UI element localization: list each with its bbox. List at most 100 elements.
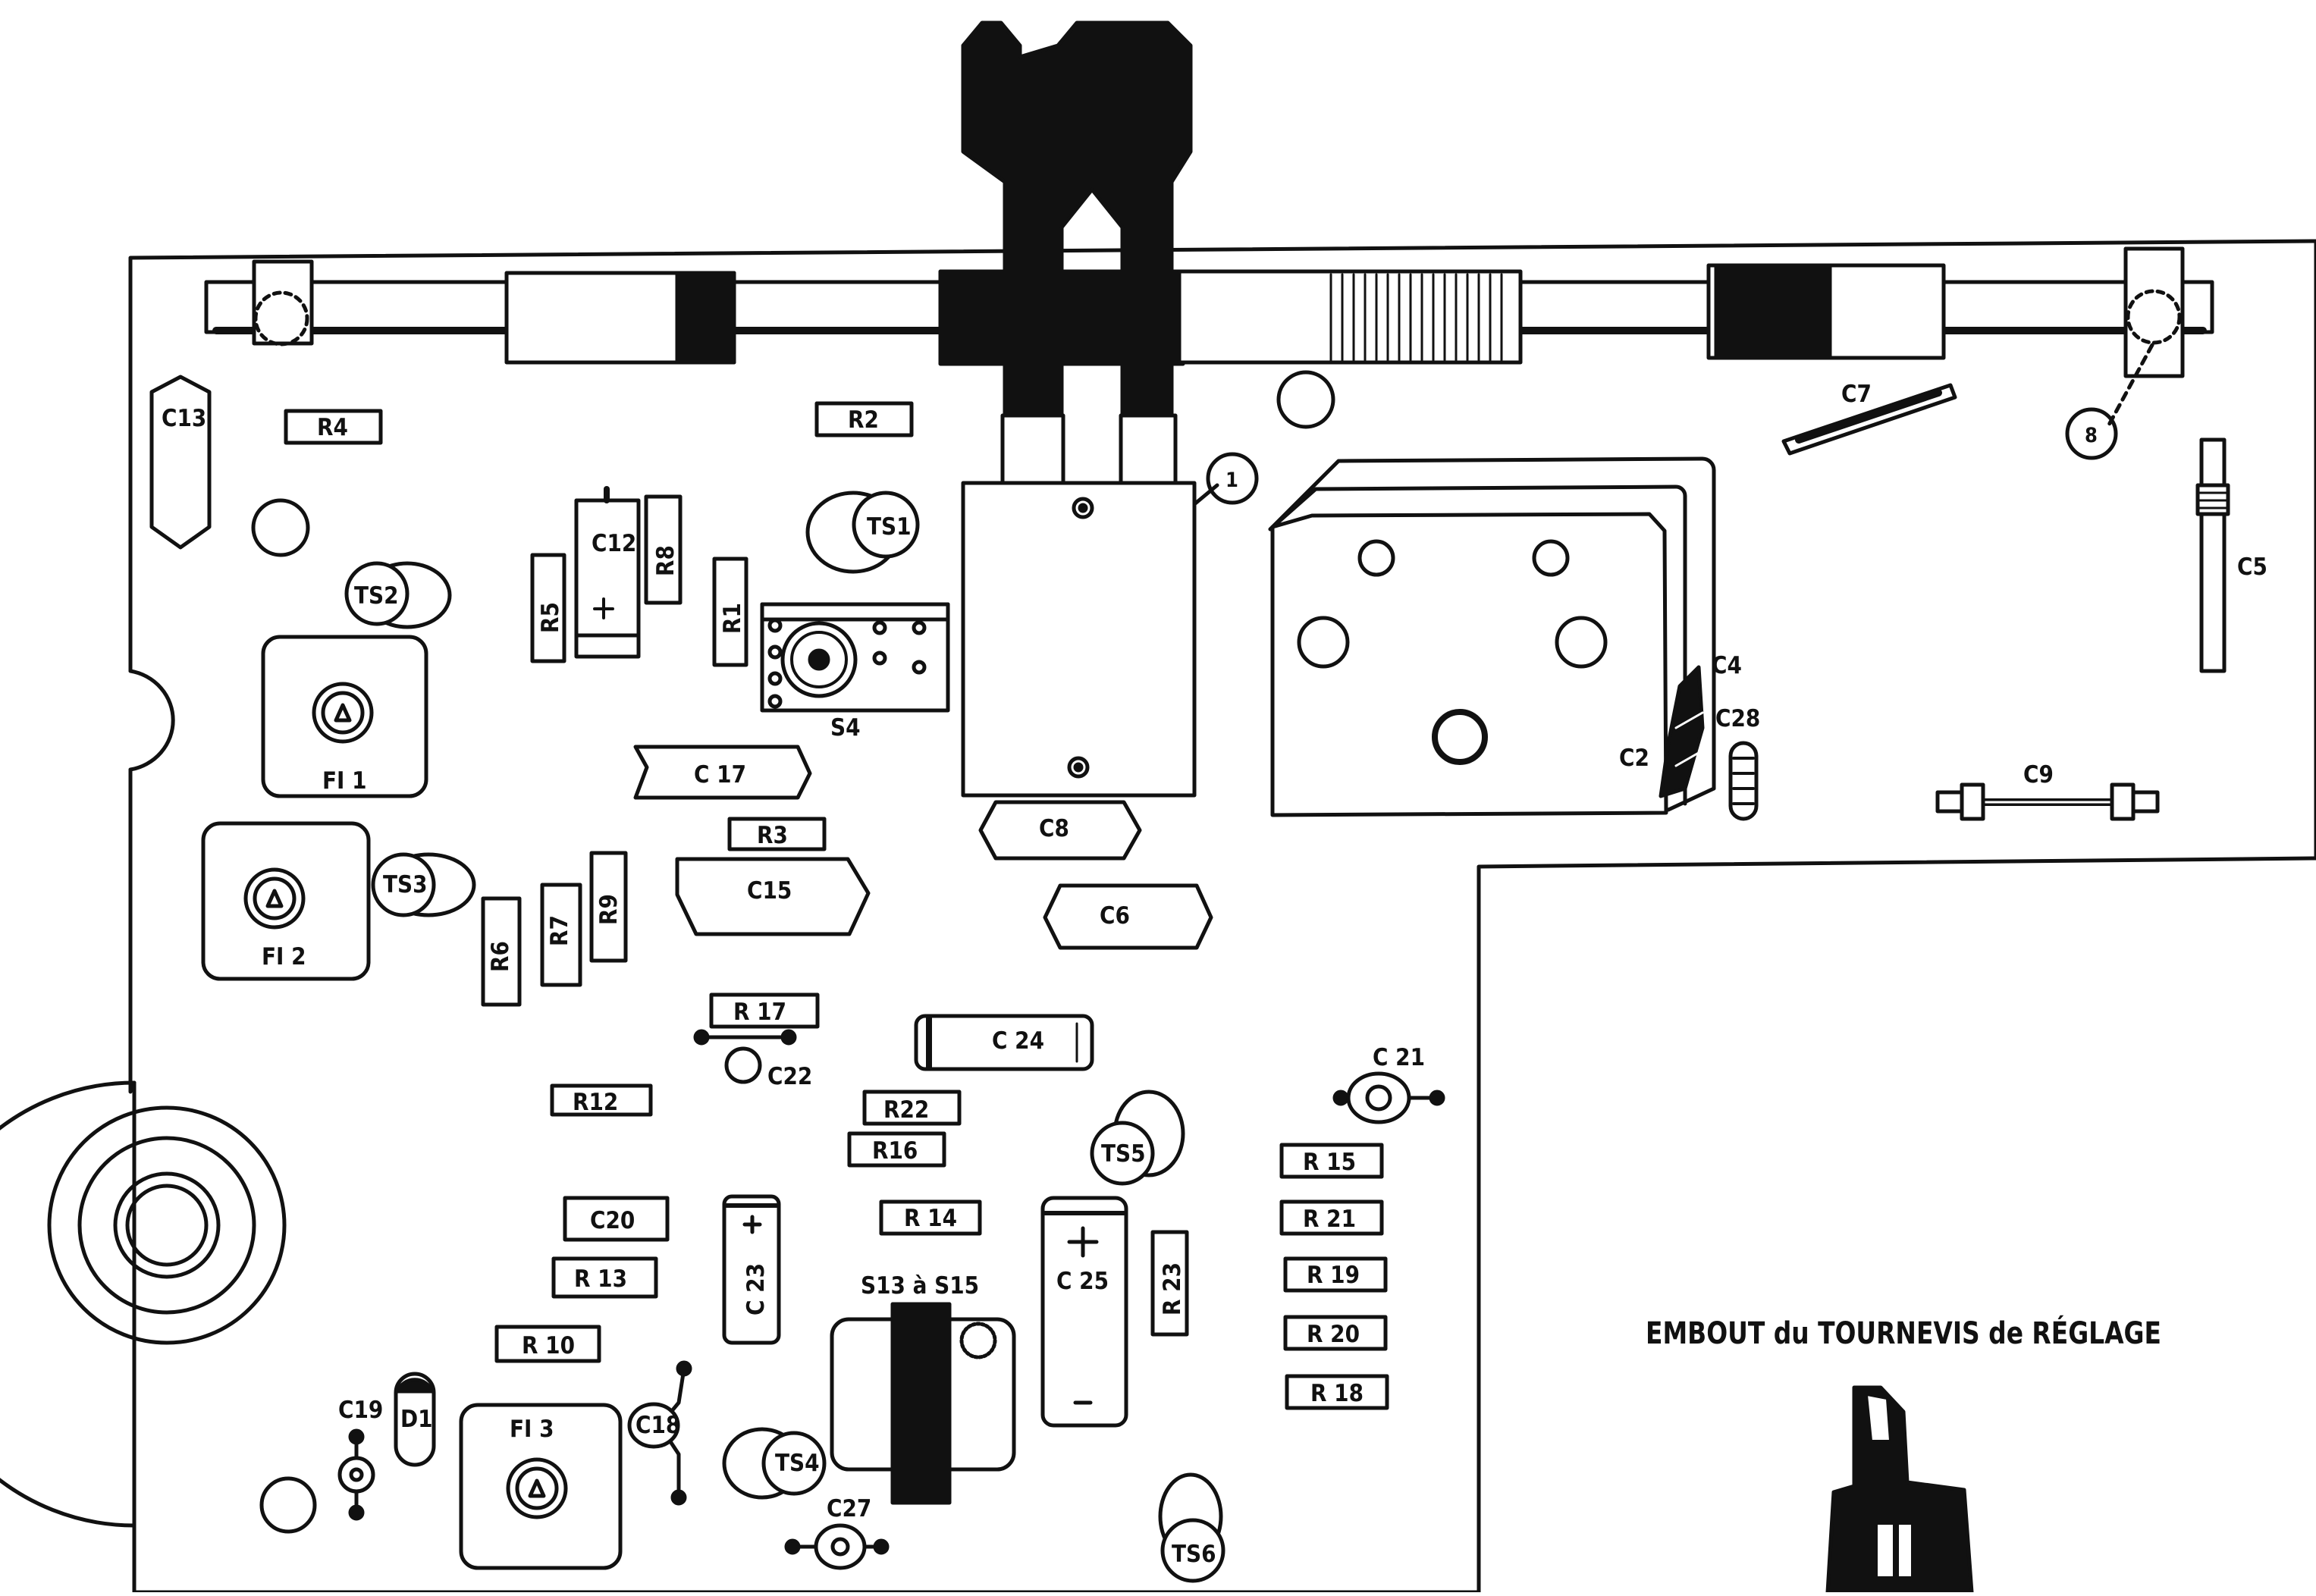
resistor-r18 (1285, 1374, 1389, 1410)
capacitor-c6 (1043, 883, 1213, 950)
label-ts6: TS6 (1172, 1541, 1216, 1568)
label-r4: R4 (317, 414, 348, 441)
capacitor-c15 (675, 857, 871, 936)
label-r10: R 10 (522, 1332, 575, 1359)
label-r1: R1 (719, 603, 746, 634)
callout-8: 8 (2085, 424, 2098, 447)
label-r16: R16 (872, 1137, 918, 1165)
resistor-r13 (551, 1256, 658, 1299)
transistor-ts1 (805, 491, 920, 574)
capacitor-c24 (914, 1014, 1094, 1071)
label-r5: R5 (537, 602, 564, 633)
label-c25: C 25 (1056, 1268, 1109, 1295)
capacitor-c23 (722, 1194, 781, 1345)
ferrite-rod-antenna (204, 246, 2214, 428)
label-c19: C19 (338, 1397, 383, 1424)
resistor-r19 (1283, 1256, 1388, 1293)
label-ts2: TS2 (354, 582, 399, 610)
capacitor-c25 (1040, 1196, 1128, 1428)
mounting-holes (251, 370, 1335, 1534)
switch-s13-s15 (830, 1302, 1016, 1505)
capacitor-c7 (1781, 383, 1957, 456)
label-r23: R 23 (1159, 1262, 1186, 1315)
transistor-ts4 (722, 1427, 827, 1500)
resistor-r3 (727, 817, 827, 851)
resistor-r6 (481, 896, 522, 1007)
resistor-r17 (709, 992, 820, 1029)
resistors (284, 401, 1389, 1410)
label-c15: C15 (747, 877, 792, 905)
label-s4: S4 (830, 714, 861, 742)
label-fi2: FI 2 (262, 943, 306, 970)
capacitor-c19 (337, 1428, 375, 1521)
label-r21: R 21 (1303, 1206, 1356, 1233)
label-r12: R12 (573, 1089, 618, 1116)
callout-1: 1 (1225, 469, 1238, 492)
label-c23: C 23 (742, 1263, 770, 1315)
switch-s4 (760, 602, 950, 713)
label-fi1: FI 1 (322, 767, 367, 795)
capacitor-c17 (633, 745, 812, 800)
capacitor-c12 (574, 486, 641, 659)
label-c5: C5 (2237, 553, 2267, 581)
resistor-r23 (1150, 1230, 1189, 1337)
adjustment-screwdriver-caption: EMBOUT du TOURNEVIS de RÉGLAGE (1646, 1315, 2161, 1351)
resistor-r10 (494, 1325, 601, 1363)
board-outline (128, 239, 2316, 1594)
resistor-r8 (644, 494, 683, 605)
label-r3: R3 (757, 822, 788, 849)
label-c13: C13 (162, 405, 206, 432)
label-r19: R 19 (1307, 1262, 1360, 1289)
label-r6: R6 (487, 941, 514, 972)
label-r20: R 20 (1307, 1321, 1360, 1348)
transistor-ts2 (344, 561, 452, 629)
label-fi3: FI 3 (510, 1416, 554, 1443)
label-c9: C9 (2023, 761, 2054, 789)
resistor-r7 (540, 883, 582, 987)
resistors-vertical (481, 494, 1189, 1337)
resistor-r2 (814, 401, 914, 437)
label-c7: C7 (1841, 381, 1872, 408)
transistor-ts6 (1158, 1472, 1225, 1583)
speaker-round (0, 1080, 287, 1528)
resistor-r22 (862, 1090, 962, 1126)
resistor-r14 (879, 1199, 982, 1236)
callout-8-circle (2065, 407, 2118, 460)
resistor-r15 (1279, 1143, 1384, 1179)
label-r7: R7 (546, 915, 573, 946)
resistor-r4 (284, 409, 383, 445)
capacitor-c28 (1728, 741, 1759, 821)
plug-sleeves (1000, 413, 1178, 486)
resistor-r5 (530, 553, 566, 663)
label-c20: C20 (590, 1207, 635, 1234)
label-ts1: TS1 (867, 513, 912, 541)
capacitor-c13 (149, 375, 212, 550)
screwdriver-tip (1825, 1385, 1974, 1594)
resistor-c20-box (563, 1196, 670, 1242)
resistor-r20 (1283, 1315, 1388, 1351)
label-c6: C6 (1100, 902, 1130, 930)
label-d1: D1 (400, 1406, 433, 1433)
label-c28: C28 (1715, 705, 1760, 732)
label-r13: R 13 (574, 1265, 627, 1293)
label-r8: R8 (652, 545, 679, 576)
resistor-r1 (712, 557, 748, 667)
label-c12: C12 (592, 530, 636, 557)
if-transformer-fi1 (261, 635, 428, 798)
label-c4: C4 (1712, 652, 1742, 679)
label-c22: C22 (767, 1063, 812, 1090)
label-r18: R 18 (1310, 1380, 1364, 1407)
label-r9: R9 (595, 894, 623, 925)
label-c17: C 17 (694, 761, 746, 789)
if-transformer-fi2 (201, 821, 371, 981)
tuning-capacitor-block (961, 481, 1219, 798)
label-c24: C 24 (992, 1027, 1044, 1055)
capacitor-c18 (627, 1360, 692, 1506)
label-c27: C27 (827, 1495, 871, 1522)
label-c18: C18 (635, 1412, 680, 1439)
label-ts4: TS4 (775, 1450, 820, 1477)
if-transformer-fi3 (459, 1403, 623, 1570)
trimmer-c2-c4 (1659, 665, 1705, 798)
board-edge-notch (128, 669, 175, 772)
